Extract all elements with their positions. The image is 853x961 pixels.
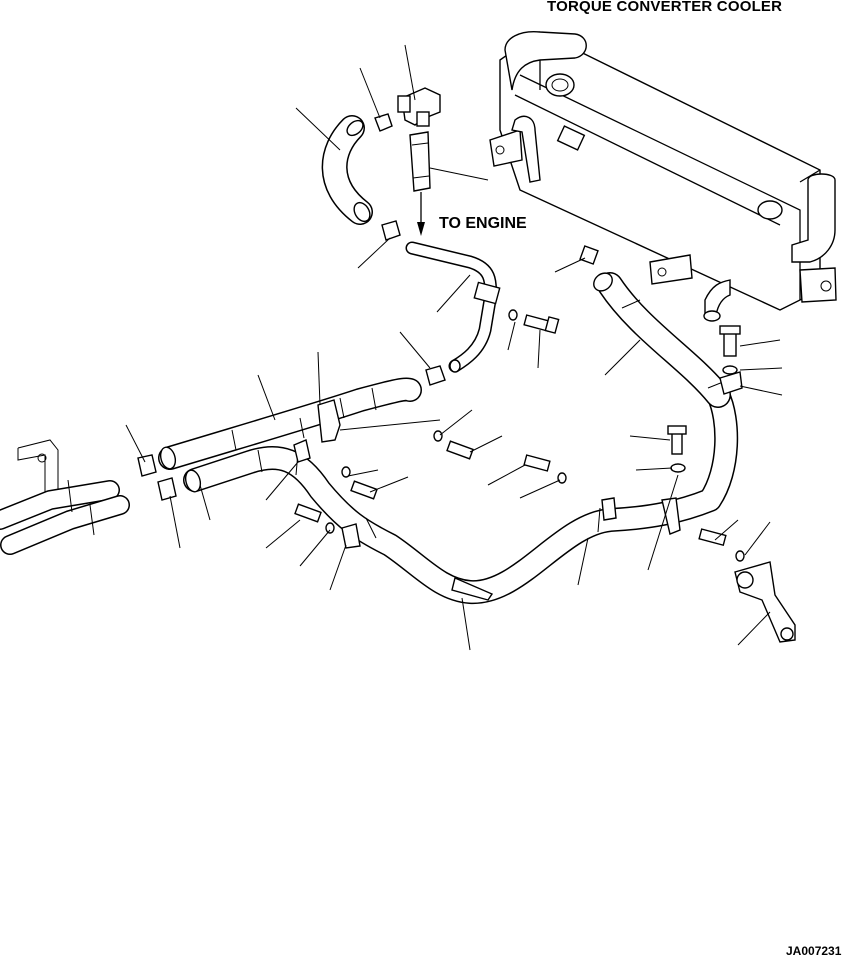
elbow-fitting: [397, 87, 441, 127]
upper-curved-hose: [321, 115, 373, 225]
pipe-bolt: [508, 309, 560, 334]
bolts-and-washers: [294, 245, 741, 534]
hose-clamp-mid: [381, 220, 401, 241]
torque-converter-cooler: [489, 31, 837, 322]
hose-nipple: [409, 131, 431, 236]
support-bracket: [698, 528, 796, 643]
main-hose-assembly: [158, 272, 743, 604]
engine-pipe: [405, 241, 501, 373]
hose-clamp-pipe: [425, 365, 446, 386]
drawing-code-label: JA007231: [786, 944, 842, 958]
hose-clamp-top: [374, 113, 393, 132]
left-hose-clamps: [137, 454, 177, 501]
leader-lines: [125, 44, 783, 651]
torque-converter-cooler-label: TORQUE CONVERTER COOLER: [547, 0, 783, 15]
to-engine-label: TO ENGINE: [439, 215, 527, 232]
left-partial-assembly: [0, 439, 130, 555]
